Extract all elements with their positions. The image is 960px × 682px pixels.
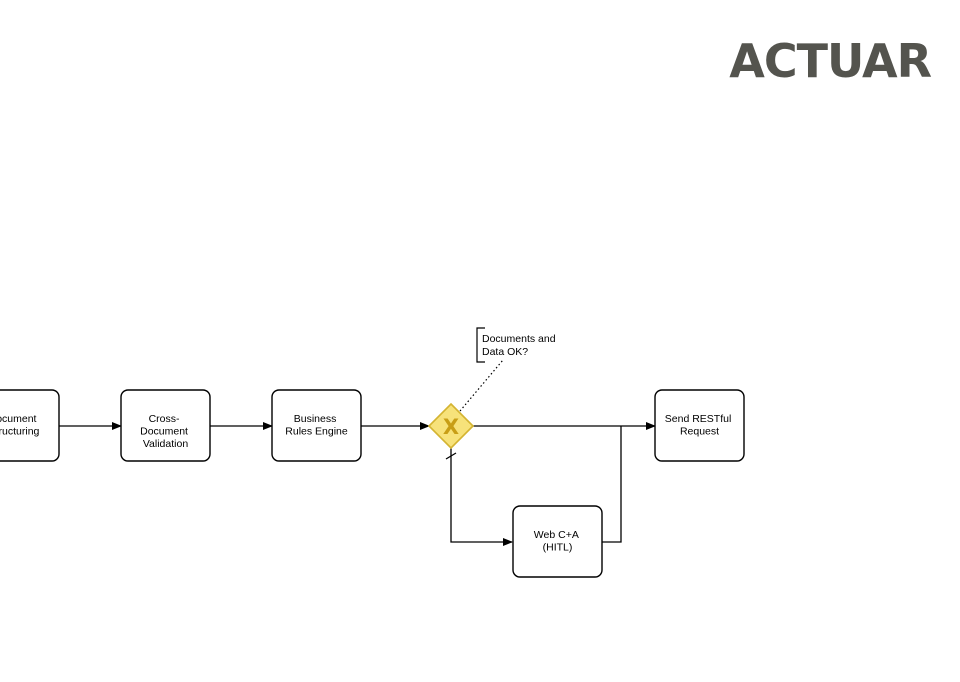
exclusive-gateway: X xyxy=(427,402,475,450)
task-web-ca-hitl: Web C+A (HITL) xyxy=(512,505,603,578)
sequence-flows xyxy=(59,422,656,546)
default-flow-marker xyxy=(445,452,457,460)
task-doc-structuring-label: Document Structuring xyxy=(0,413,40,438)
gateway-diamond xyxy=(427,402,475,450)
task-send-restful-request-label: Send RESTful Request xyxy=(665,413,734,438)
text-annotation: Documents and Data OK? xyxy=(476,327,558,363)
annotation-bracket xyxy=(476,327,485,363)
task-cross-document-validation: Cross- Document Validation xyxy=(120,389,211,462)
actuar-logo: ACTUAR xyxy=(729,34,931,88)
task-doc-structuring: Document Structuring xyxy=(0,389,60,462)
annotation-association xyxy=(459,359,504,412)
flow-gateway-to-webca xyxy=(450,448,513,546)
gateway-x-icon: X xyxy=(443,415,459,439)
task-business-rules-engine: Business Rules Engine xyxy=(271,389,362,462)
task-web-ca-hitl-label: Web C+A (HITL) xyxy=(534,529,581,554)
task-send-restful-request: Send RESTful Request xyxy=(654,389,745,462)
task-cross-document-validation-label: Cross- Document Validation xyxy=(140,413,191,450)
flow-webca-to-send xyxy=(602,426,622,543)
task-business-rules-engine-label: Business Rules Engine xyxy=(285,413,348,438)
annotation-text: Documents and Data OK? xyxy=(482,333,558,358)
